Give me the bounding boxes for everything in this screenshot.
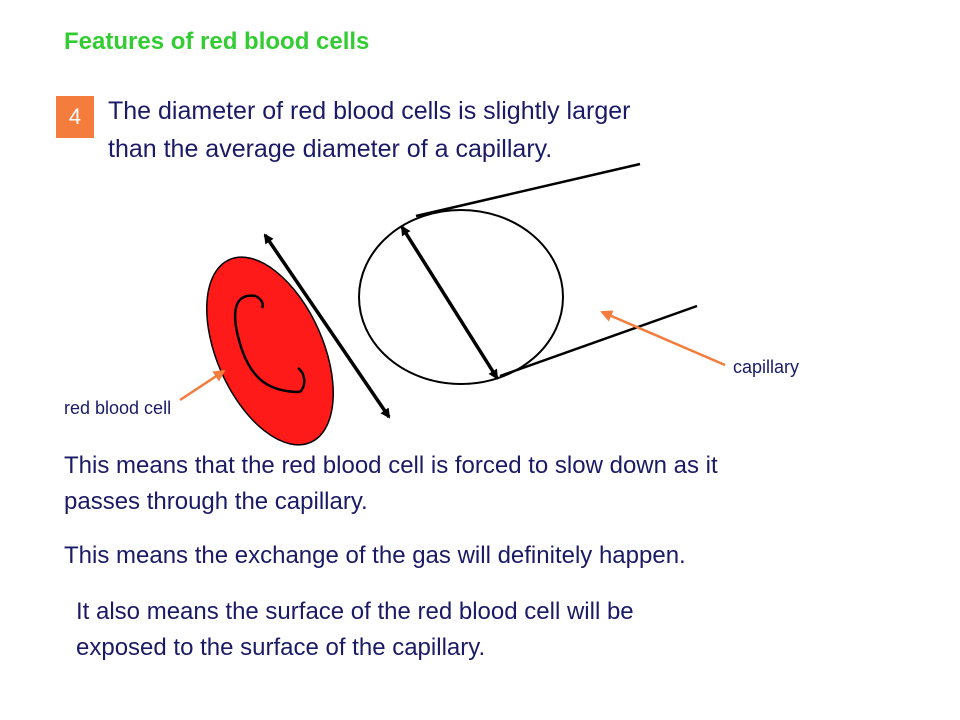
- paragraph-3-line-2: exposed to the surface of the capillary.: [76, 634, 486, 661]
- slide-title: Features of red blood cells: [64, 28, 370, 55]
- intro-text: The diameter of red blood cells is sligh…: [108, 92, 808, 168]
- red-blood-cell-shape: [206, 256, 334, 446]
- red-blood-cell-pointer-arrow: [179, 369, 226, 402]
- capillary-label: capillary: [733, 357, 800, 377]
- paragraph-1-line-2: passes through the capillary.: [64, 488, 368, 515]
- paragraph-slow-down: This means that the red blood cell is fo…: [64, 448, 718, 520]
- capillary-diameter-arrow: [400, 225, 499, 380]
- intro-line-2: than the average diameter of a capillary…: [108, 135, 553, 163]
- capillary-pointer-arrow: [600, 310, 726, 367]
- paragraph-surface-exposure: It also means the surface of the red blo…: [76, 594, 634, 666]
- point-number-badge: 4: [56, 96, 94, 138]
- cell-diameter-arrow: [263, 233, 391, 419]
- intro-line-1: The diameter of red blood cells is sligh…: [108, 97, 631, 125]
- paragraph-gas-exchange: This means the exchange of the gas will …: [64, 538, 686, 574]
- paragraph-3-line-1: It also means the surface of the red blo…: [76, 598, 634, 625]
- paragraph-2-line-1: This means the exchange of the gas will …: [64, 542, 686, 569]
- paragraph-1-line-1: This means that the red blood cell is fo…: [64, 452, 718, 479]
- capillary-tube-shape: [358, 162, 698, 385]
- red-blood-cell-label: red blood cell: [64, 398, 172, 418]
